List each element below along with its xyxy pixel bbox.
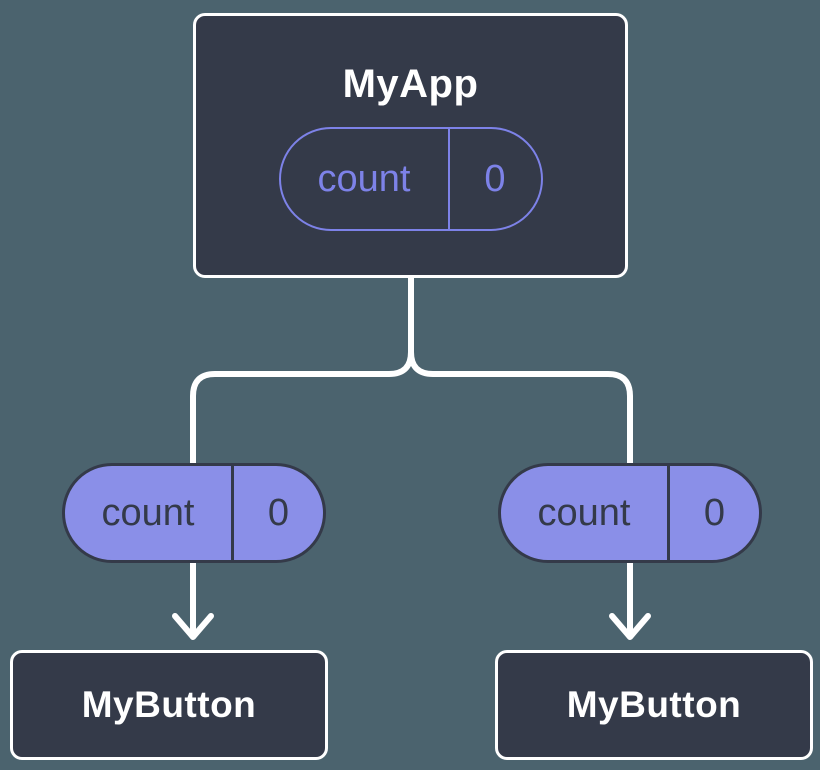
node-mybutton-left-title: MyButton	[81, 684, 257, 725]
child-right-prop-name: count	[501, 466, 670, 560]
root-prop-value: 0	[484, 157, 506, 200]
root-prop-name: count	[281, 129, 450, 229]
node-myapp-title: MyApp	[342, 62, 479, 106]
arrowhead-down-left-icon	[172, 613, 214, 640]
child-right-prop-value: 0	[703, 491, 726, 534]
node-mybutton-right-title: MyButton	[566, 684, 742, 725]
node-myapp: MyApp count 0	[193, 13, 628, 278]
arrowhead-down-right-icon	[609, 613, 651, 640]
connector-left-branch	[190, 278, 414, 637]
child-right-prop-pill: count 0	[498, 463, 762, 563]
child-left-prop-name: count	[65, 466, 234, 560]
child-left-prop-pill: count 0	[62, 463, 326, 563]
node-mybutton-right: MyButton	[495, 650, 813, 760]
child-left-prop-value: 0	[267, 491, 290, 534]
root-prop-pill: count 0	[278, 127, 543, 231]
connector-right-branch	[408, 278, 633, 637]
node-mybutton-left: MyButton	[10, 650, 328, 760]
